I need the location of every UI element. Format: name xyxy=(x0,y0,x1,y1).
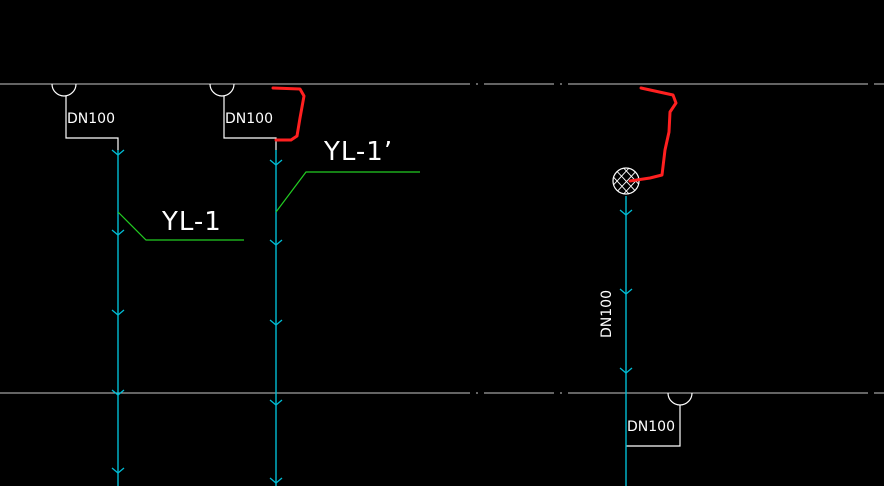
pipe-fittings xyxy=(111,149,633,484)
y-fitting-tick-icon xyxy=(111,389,125,396)
risers xyxy=(117,150,627,486)
leader-yl1-prime[interactable] xyxy=(275,171,420,213)
y-fitting-tick-icon xyxy=(269,319,283,326)
semicircle-drain-icon[interactable] xyxy=(667,392,693,406)
drain-connector-bottom-right[interactable] xyxy=(626,405,681,447)
y-fitting-tick-icon xyxy=(269,477,283,484)
drain-connectors xyxy=(65,96,681,447)
y-fitting-tick-icon xyxy=(619,288,633,295)
dn-label-left: DN100 xyxy=(67,111,115,127)
y-fitting-tick-icon xyxy=(269,239,283,246)
drain-connector-middle[interactable] xyxy=(223,96,277,150)
floor-drains xyxy=(51,83,693,406)
y-fitting-tick-icon xyxy=(111,309,125,316)
semicircle-drain-icon[interactable] xyxy=(209,83,235,97)
dn-label-middle: DN100 xyxy=(225,111,273,127)
dn-label-vertical: DN100 xyxy=(599,290,615,338)
riser-tag-yl1: YL-1 xyxy=(161,207,222,237)
dn-label-bottom-right: DN100 xyxy=(627,419,675,435)
y-fitting-tick-icon xyxy=(269,399,283,406)
y-fitting-tick-icon xyxy=(269,159,283,166)
y-fitting-tick-icon xyxy=(111,149,125,156)
leader-yl1[interactable] xyxy=(117,211,244,241)
markup-strokes xyxy=(271,86,678,183)
y-fitting-tick-icon xyxy=(111,229,125,236)
gridlines xyxy=(0,83,884,394)
semicircle-drain-icon[interactable] xyxy=(51,83,77,97)
drain-connector-left[interactable] xyxy=(65,96,119,150)
leaders xyxy=(117,171,420,241)
markup-stroke-right[interactable] xyxy=(628,86,678,183)
riser-tag-yl1-prime: YL-1’ xyxy=(323,137,393,167)
y-fitting-tick-icon xyxy=(111,467,125,474)
y-fitting-tick-icon xyxy=(619,209,633,216)
labels: DN100 DN100 DN100 DN100 YL-1 YL-1’ xyxy=(67,111,675,435)
y-fitting-tick-icon xyxy=(619,367,633,374)
markup-stroke-left[interactable] xyxy=(271,86,306,142)
